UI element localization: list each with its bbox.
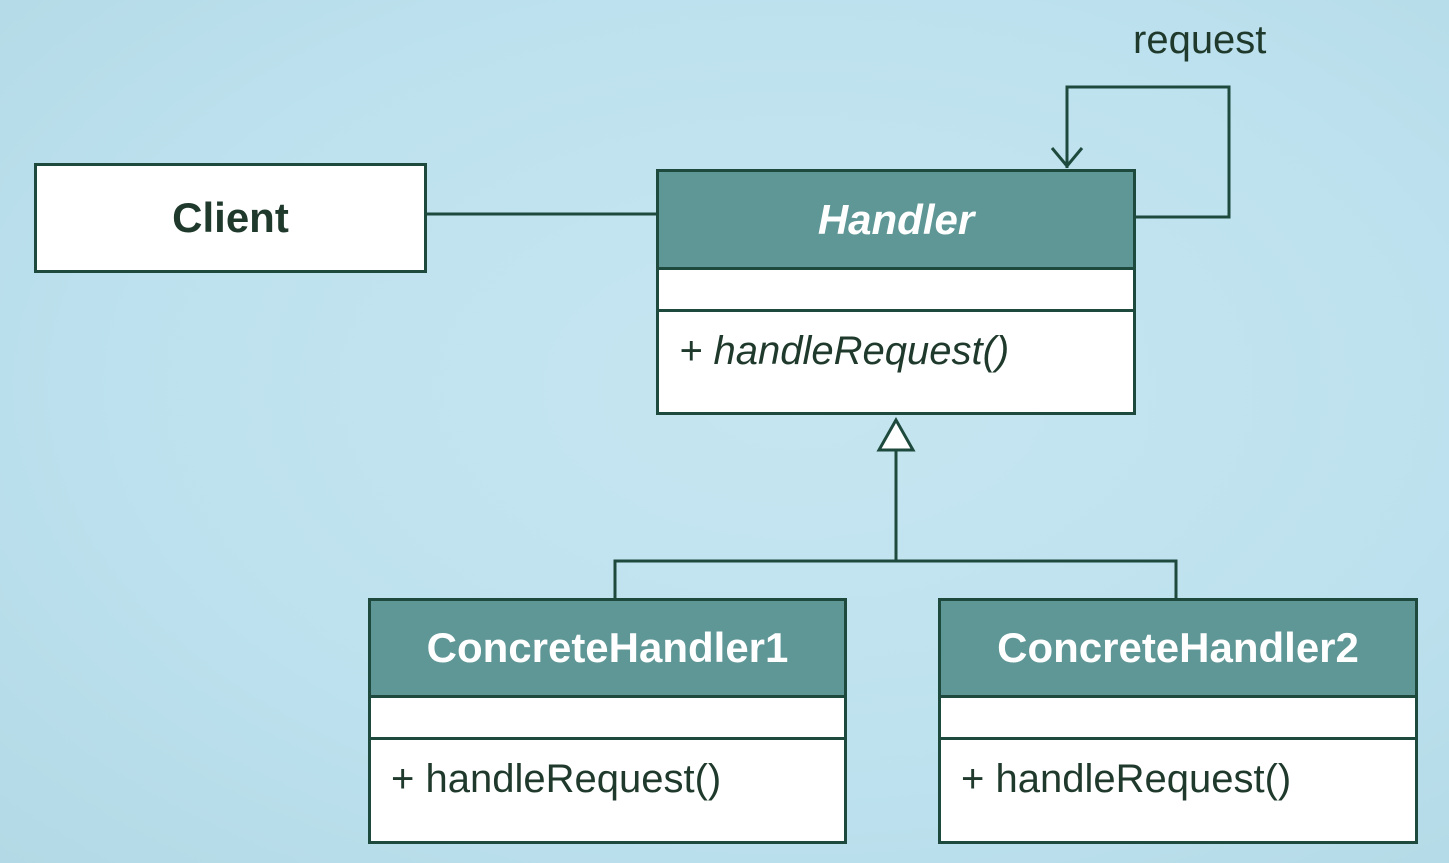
handler-class-box: Handler + handleRequest() — [656, 169, 1136, 415]
concrete-handler-1-box: ConcreteHandler1 + handleRequest() — [368, 598, 847, 844]
concrete-handler-2-name: ConcreteHandler2 — [941, 601, 1415, 698]
concrete-handler-2-attributes — [941, 698, 1415, 740]
request-self-loop — [1065, 85, 1231, 219]
request-label: request — [1133, 18, 1267, 62]
client-class-box: Client — [34, 163, 427, 273]
concrete-handler-2-method: + handleRequest() — [961, 757, 1292, 801]
inheritance-triangle — [876, 416, 916, 452]
concrete-handler-1-method: + handleRequest() — [391, 757, 722, 801]
client-class-name: Client — [172, 194, 289, 241]
handler-attributes-compartment — [659, 270, 1133, 312]
handler-method: + handleRequest() — [679, 329, 1010, 373]
inheritance-branches — [613, 559, 1178, 600]
concrete-handler-1-name: ConcreteHandler1 — [371, 601, 844, 698]
concrete-handler-2-box: ConcreteHandler2 + handleRequest() — [938, 598, 1418, 844]
request-arrowhead — [1050, 147, 1084, 169]
handler-class-name: Handler — [659, 172, 1133, 270]
concrete-handler-1-attributes — [371, 698, 844, 740]
